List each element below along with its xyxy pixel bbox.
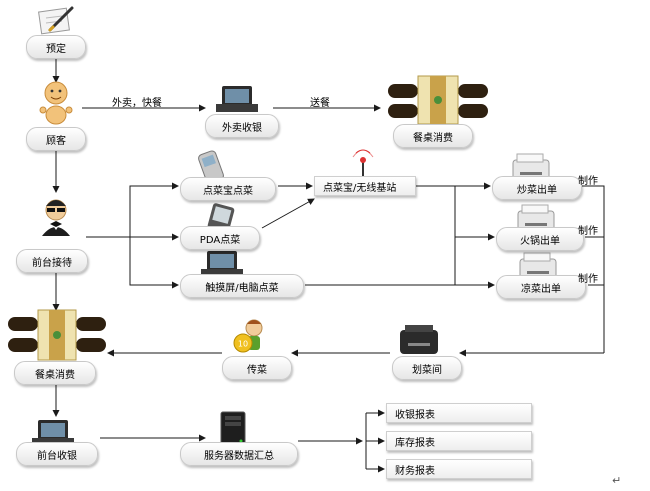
node-chumoping: 触摸屏/电脑点菜 <box>180 274 304 298</box>
arrow-branch-chumoping <box>129 237 178 286</box>
node-diancaibao: 点菜宝点菜 <box>180 177 276 201</box>
server-tower-icon <box>220 411 246 447</box>
node-qiantai-shouyin: 前台收银 <box>16 442 98 466</box>
pos-terminal-icon <box>201 251 243 277</box>
node-guke: 顾客 <box>26 127 86 151</box>
node-canzhuo-1: 餐桌消费 <box>393 124 473 148</box>
antenna-icon <box>352 149 374 176</box>
edge-label-zhizuo-1: 制作 <box>578 176 598 187</box>
edge-label-waimai: 外卖，快餐 <box>112 98 162 109</box>
report-shouyin: 收银报表 <box>386 403 532 423</box>
node-huoguo: 火锅出单 <box>496 227 584 251</box>
node-chuancai: 传菜 <box>222 356 292 380</box>
arrow-branch-diancaibao <box>129 182 179 285</box>
dining-table-icon <box>8 309 106 361</box>
waiter-badge-number: 10 <box>238 340 248 349</box>
receptionist-icon <box>42 199 70 236</box>
edge-label-zhizuo-3: 制作 <box>578 274 598 285</box>
receipt-printer-icon <box>400 325 438 354</box>
mobile-phone-icon <box>198 150 224 184</box>
node-liangcai: 凉菜出单 <box>496 275 586 299</box>
report-caiwu: 财务报表 <box>386 459 532 479</box>
dining-table-icon <box>388 75 488 125</box>
node-pda: PDA点菜 <box>180 226 260 250</box>
pda-device-icon <box>207 203 235 233</box>
node-waimai-shouyin: 外卖收银 <box>205 114 279 138</box>
edge-label-zhizuo-2: 制作 <box>578 226 598 237</box>
node-yuding: 预定 <box>26 35 86 59</box>
node-chaocai: 炒菜出单 <box>492 176 582 200</box>
node-huajian: 划菜间 <box>392 356 462 380</box>
node-qiantai-jiedai: 前台接待 <box>16 249 88 273</box>
node-jizhan: 点菜宝/无线基站 <box>314 176 416 196</box>
customer-icon <box>39 81 73 125</box>
return-mark: ↵ <box>612 474 622 487</box>
arrow-pda-jizhan <box>261 198 315 229</box>
arrow-chaocai-huajian <box>582 185 605 353</box>
node-fuwuqi: 服务器数据汇总 <box>180 442 298 466</box>
waiter-icon <box>233 319 263 353</box>
report-kucun: 库存报表 <box>386 431 532 451</box>
pos-terminal-icon <box>216 86 258 112</box>
node-canzhuo-2: 餐桌消费 <box>14 361 96 385</box>
pen-paper-icon <box>38 6 74 35</box>
edge-label-songcan: 送餐 <box>310 98 330 109</box>
